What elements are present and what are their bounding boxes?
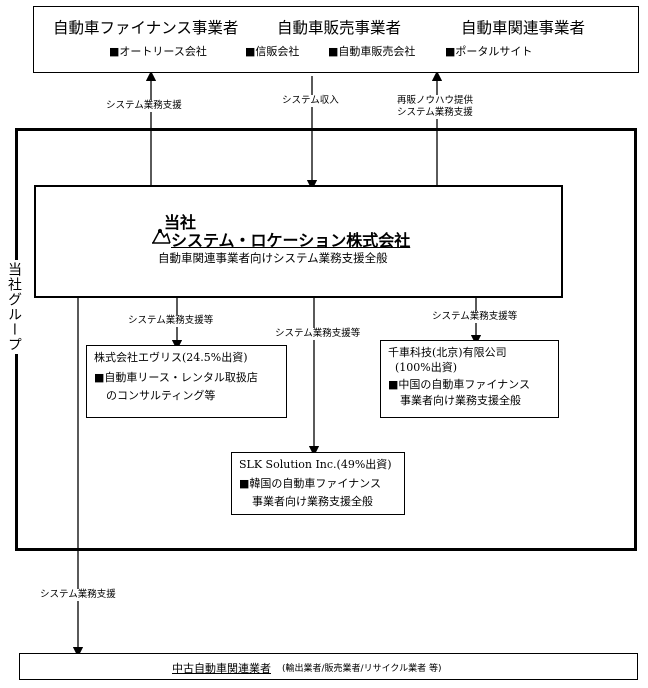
- header-sales: 自動車販売事業者: [277, 19, 402, 37]
- header-related: 自動車関連事業者: [461, 19, 586, 37]
- label-arrow-middle: システム収入: [282, 95, 339, 107]
- used-car-note: (輸出業者/販売業者/リサイクル業者 等): [282, 664, 442, 674]
- subsidiary-box-evolis: 株式会社エヴリス(24.5%出資) ■自動車リース・レンタル取扱店 のコンサルテ…: [86, 345, 287, 418]
- slk-line2: ■韓国の自動車ファイナンス: [239, 477, 381, 490]
- slk-line1: SLK Solution Inc.(49%出資): [239, 458, 392, 471]
- label-arrow-right-2: システム業務支援: [397, 107, 473, 119]
- used-car-box: 中古自動車関連業者 (輸出業者/販売業者/リサイクル業者 等): [19, 653, 638, 680]
- label-arrow-right-1: 再販ノウハウ提供: [397, 95, 474, 107]
- evolis-line3: のコンサルティング等: [106, 389, 216, 402]
- beijing-line1: 千車科技(北京)有限公司: [388, 346, 507, 359]
- header-finance: 自動車ファイナンス事業者: [53, 19, 239, 37]
- company-prefix: 当社: [164, 213, 197, 232]
- label-arrow-bottom: システム業務支援: [40, 589, 116, 601]
- top-customer-box: 自動車ファイナンス事業者 自動車販売事業者 自動車関連事業者 ■オートリース会社…: [33, 6, 639, 73]
- beijing-line4: 事業者向け業務支援全般: [400, 394, 521, 407]
- label-branch-mid: システム業務支援等: [275, 328, 361, 340]
- slk-line3: 事業者向け業務支援全般: [252, 495, 373, 508]
- label-branch-right: システム業務支援等: [432, 311, 518, 323]
- beijing-line2: (100%出資): [395, 361, 458, 374]
- evolis-line2: ■自動車リース・レンタル取扱店: [94, 371, 258, 384]
- category-car-dealer: ■自動車販売会社: [328, 45, 416, 58]
- company-subtitle: 自動車関連事業者向けシステム業務支援全般: [158, 251, 388, 265]
- subsidiary-box-slk: SLK Solution Inc.(49%出資) ■韓国の自動車ファイナンス 事…: [231, 452, 405, 515]
- company-name: システム・ロケーション株式会社: [171, 231, 411, 250]
- label-arrow-left: システム業務支援: [106, 100, 182, 112]
- used-car-main: 中古自動車関連業者: [172, 662, 271, 675]
- company-box: 当社 システム・ロケーション株式会社 自動車関連事業者向けシステム業務支援全般: [34, 185, 563, 298]
- category-auto-lease: ■オートリース会社: [109, 45, 207, 58]
- category-credit: ■信販会社: [245, 45, 300, 58]
- company-logo-icon: [151, 227, 171, 245]
- label-branch-left: システム業務支援等: [128, 315, 214, 327]
- beijing-line3: ■中国の自動車ファイナンス: [388, 378, 530, 391]
- subsidiary-box-beijing: 千車科技(北京)有限公司 (100%出資) ■中国の自動車ファイナンス 事業者向…: [380, 340, 559, 418]
- group-label: 当社グループ: [6, 260, 24, 354]
- evolis-line1: 株式会社エヴリス(24.5%出資): [94, 351, 248, 364]
- category-portal: ■ポータルサイト: [445, 45, 533, 58]
